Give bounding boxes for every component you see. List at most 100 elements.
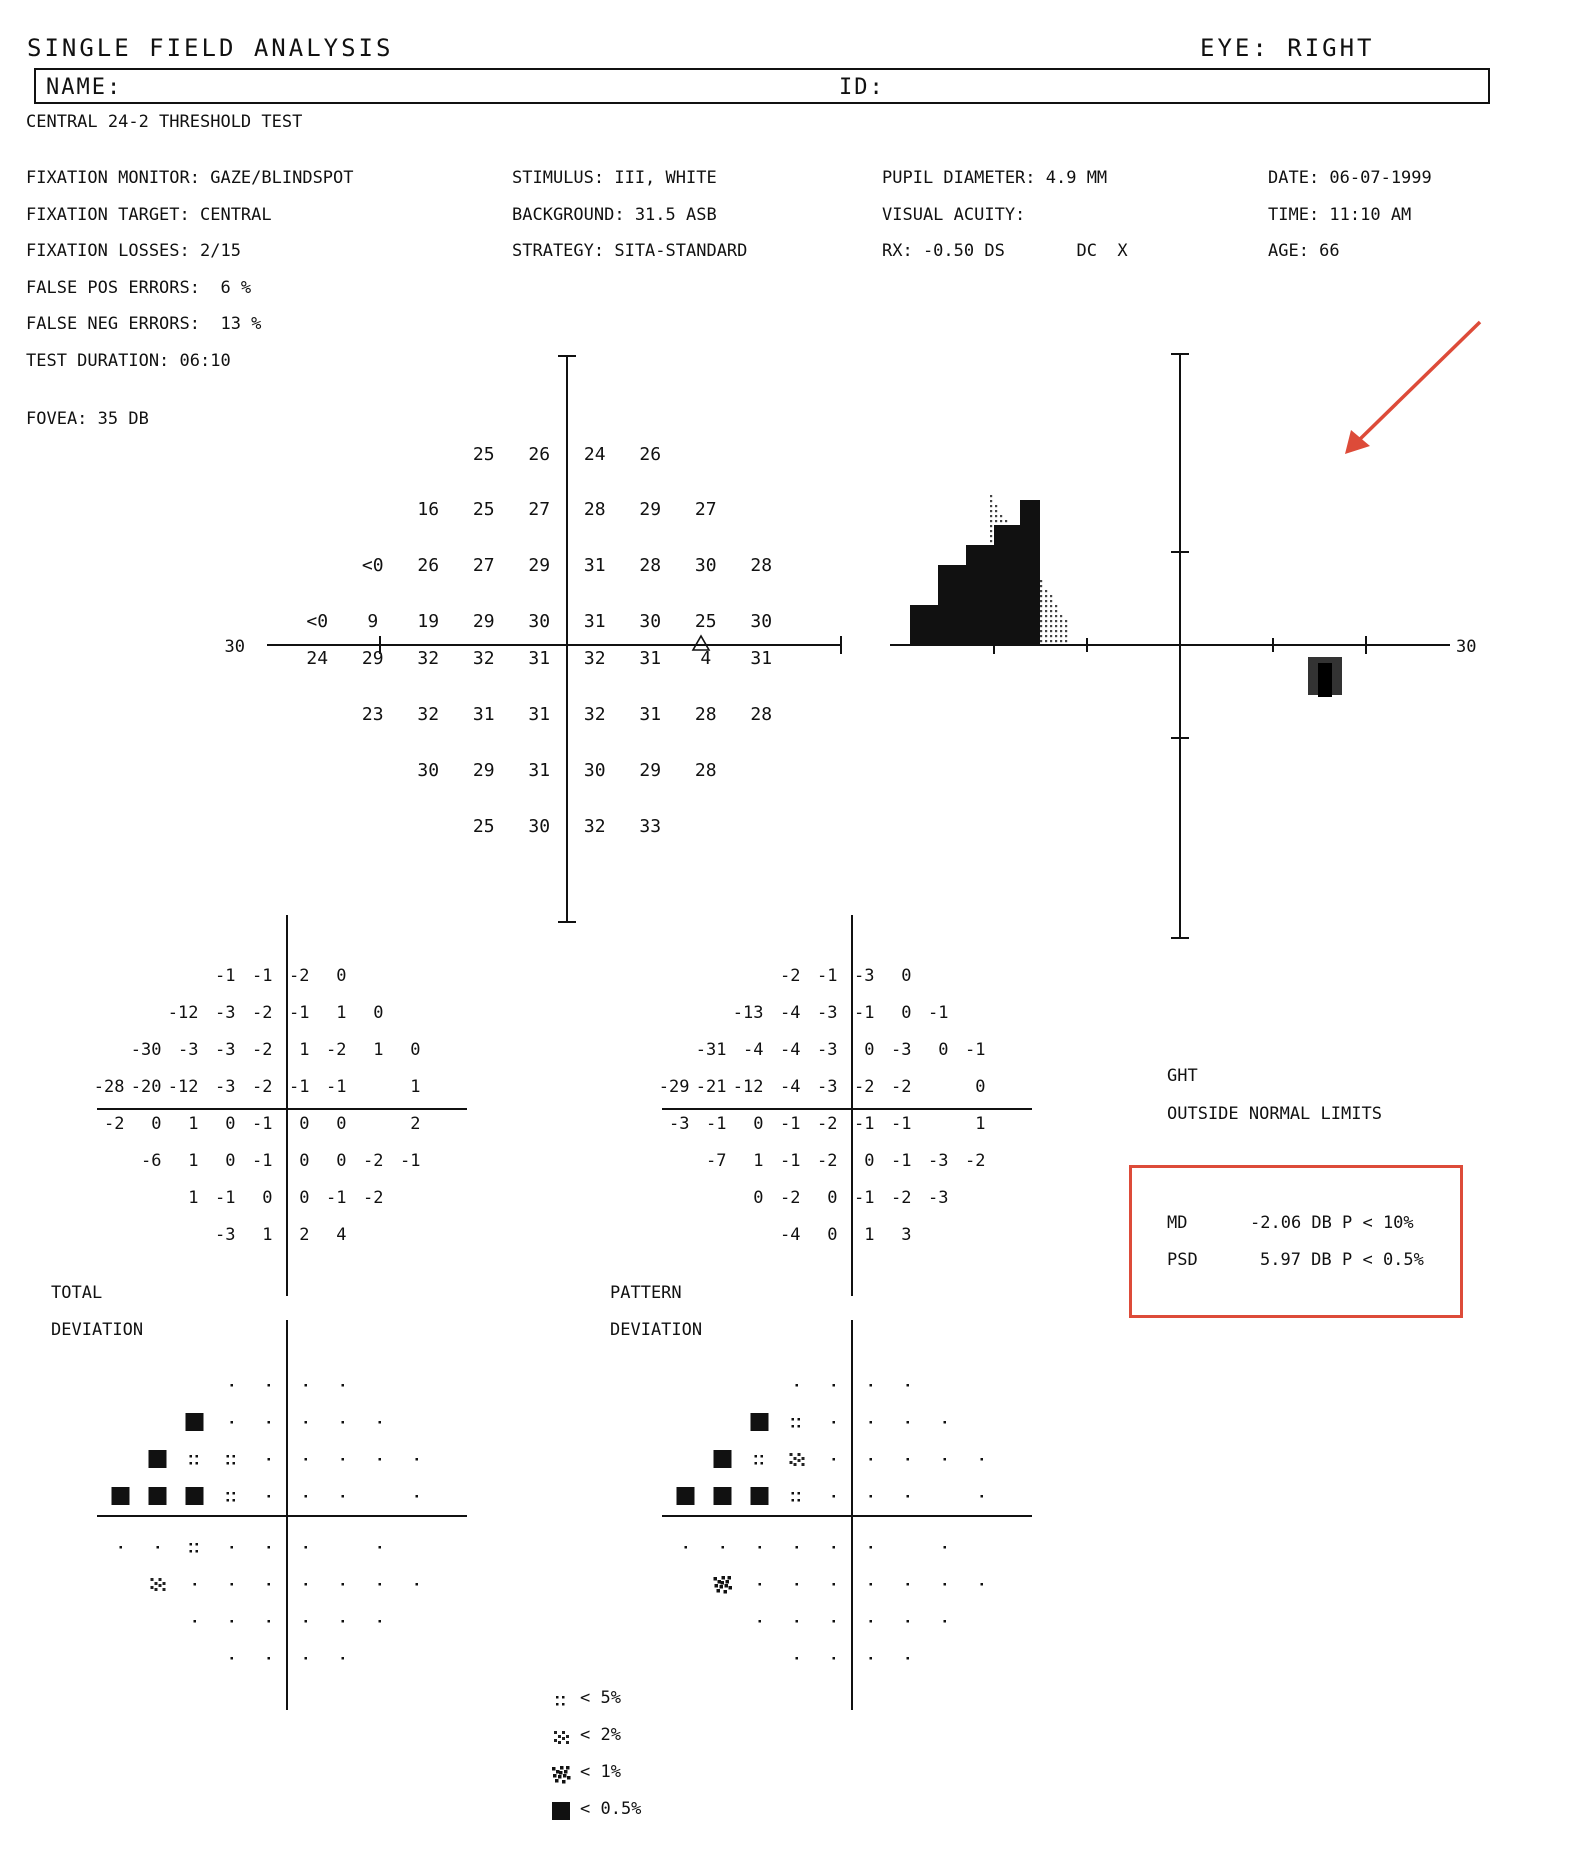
probability-symbol (111, 1487, 130, 1505)
patient-age: AGE: 66 (1268, 241, 1340, 261)
visual-acuity: VISUAL ACUITY: (882, 205, 1026, 225)
probability-symbol (869, 1384, 872, 1387)
deviation-value: -3 (817, 1077, 837, 1097)
probability-symbol (713, 1450, 732, 1468)
deviation-value: -4 (780, 1003, 800, 1023)
fixation-monitor: FIXATION MONITOR: GAZE/BLINDSPOT (26, 168, 354, 188)
legend-label: < 0.5% (580, 1799, 642, 1819)
legend-row-1pct: < 1% (550, 1762, 690, 1786)
threshold-value: 32 (417, 648, 439, 669)
probability-symbol (943, 1421, 946, 1424)
name-label: NAME: (46, 75, 123, 100)
deviation-value: 0 (336, 1114, 346, 1134)
probability-symbol (304, 1546, 307, 1549)
probability-symbol (906, 1495, 909, 1498)
deviation-value: 0 (410, 1040, 420, 1060)
deviation-value: -1 (215, 966, 235, 986)
threshold-value: 28 (750, 555, 772, 576)
probability-symbol (148, 1450, 167, 1468)
probability-symbol (230, 1421, 233, 1424)
threshold-value: 29 (639, 760, 661, 781)
deviation-value: -1 (400, 1151, 420, 1171)
deviation-value: -2 (363, 1151, 383, 1171)
probability-symbol (148, 1487, 167, 1505)
deviation-value: 0 (827, 1225, 837, 1245)
probability-symbol (226, 1455, 235, 1465)
probability-symbol (193, 1583, 196, 1586)
probability-symbol (341, 1657, 344, 1660)
threshold-value: 32 (473, 648, 495, 669)
deviation-value: -3 (215, 1077, 235, 1097)
stimulus: STIMULUS: III, WHITE (512, 168, 717, 188)
probability-symbol (189, 1543, 198, 1553)
deviation-value: 2 (299, 1225, 309, 1245)
deviation-value: 2 (410, 1114, 420, 1134)
probability-symbol (193, 1620, 196, 1623)
probability-symbol (832, 1583, 835, 1586)
probability-symbol (341, 1583, 344, 1586)
probability-symbol (230, 1620, 233, 1623)
probability-symbol (341, 1620, 344, 1623)
threshold-value: 29 (362, 648, 384, 669)
test-date: DATE: 06-07-1999 (1268, 168, 1432, 188)
probability-symbol (943, 1546, 946, 1549)
threshold-value: 32 (584, 648, 606, 669)
probability-symbol (980, 1495, 983, 1498)
deviation-value: -2 (891, 1188, 911, 1208)
probability-symbol (906, 1458, 909, 1461)
deviation-value: -4 (780, 1225, 800, 1245)
deviation-value: -1 (854, 1114, 874, 1134)
threshold-value: 27 (473, 555, 495, 576)
probability-symbol (869, 1583, 872, 1586)
deviation-value: -3 (669, 1114, 689, 1134)
threshold-value: 31 (584, 555, 606, 576)
threshold-value: 19 (417, 611, 439, 632)
deviation-value: -1 (891, 1151, 911, 1171)
deviation-value: -4 (743, 1040, 763, 1060)
deviation-value: 0 (975, 1077, 985, 1097)
probability-symbol (869, 1495, 872, 1498)
ght-result: OUTSIDE NORMAL LIMITS (1167, 1104, 1382, 1124)
threshold-value: 29 (528, 555, 550, 576)
probability-symbol (750, 1413, 769, 1431)
threshold-value: 30 (750, 611, 772, 632)
deviation-value: 1 (410, 1077, 420, 1097)
md-probability: P < 10% (1342, 1213, 1414, 1233)
legend-row-05pct: < 0.5% (550, 1799, 690, 1823)
deviation-value: -2 (252, 1003, 272, 1023)
deviation-value: -13 (733, 1003, 764, 1023)
deviation-value: -2 (104, 1114, 124, 1134)
threshold-value: 26 (417, 555, 439, 576)
id-label: ID: (839, 75, 885, 100)
deviation-value: -1 (854, 1003, 874, 1023)
threshold-value: 28 (639, 555, 661, 576)
probability-symbol (378, 1546, 381, 1549)
probability-symbol (304, 1495, 307, 1498)
deviation-value: -1 (252, 1114, 272, 1134)
axis-label-30: 30 (225, 637, 245, 657)
threshold-value: 30 (695, 555, 717, 576)
threshold-value: 23 (362, 704, 384, 725)
scotoma-block (938, 565, 966, 645)
ght-label: GHT (1167, 1066, 1198, 1086)
scotoma-block (910, 605, 938, 645)
pattern-deviation-label-1: PATTERN (610, 1283, 682, 1303)
deviation-value: 1 (753, 1151, 763, 1171)
probability-symbol (230, 1546, 233, 1549)
threshold-value: 24 (306, 648, 328, 669)
probability-symbol (226, 1492, 235, 1502)
threshold-value: 31 (473, 704, 495, 725)
threshold-value: 27 (695, 499, 717, 520)
deviation-value: -2 (817, 1114, 837, 1134)
probability-symbol (230, 1657, 233, 1660)
probability-symbol (906, 1421, 909, 1424)
probability-symbol (304, 1384, 307, 1387)
deviation-value: -1 (706, 1114, 726, 1134)
fovea-value: FOVEA: 35 DB (26, 409, 149, 429)
probability-symbol (267, 1620, 270, 1623)
probability-symbol (119, 1546, 122, 1549)
p5-symbol-icon (556, 1696, 565, 1706)
probability-symbol (795, 1620, 798, 1623)
